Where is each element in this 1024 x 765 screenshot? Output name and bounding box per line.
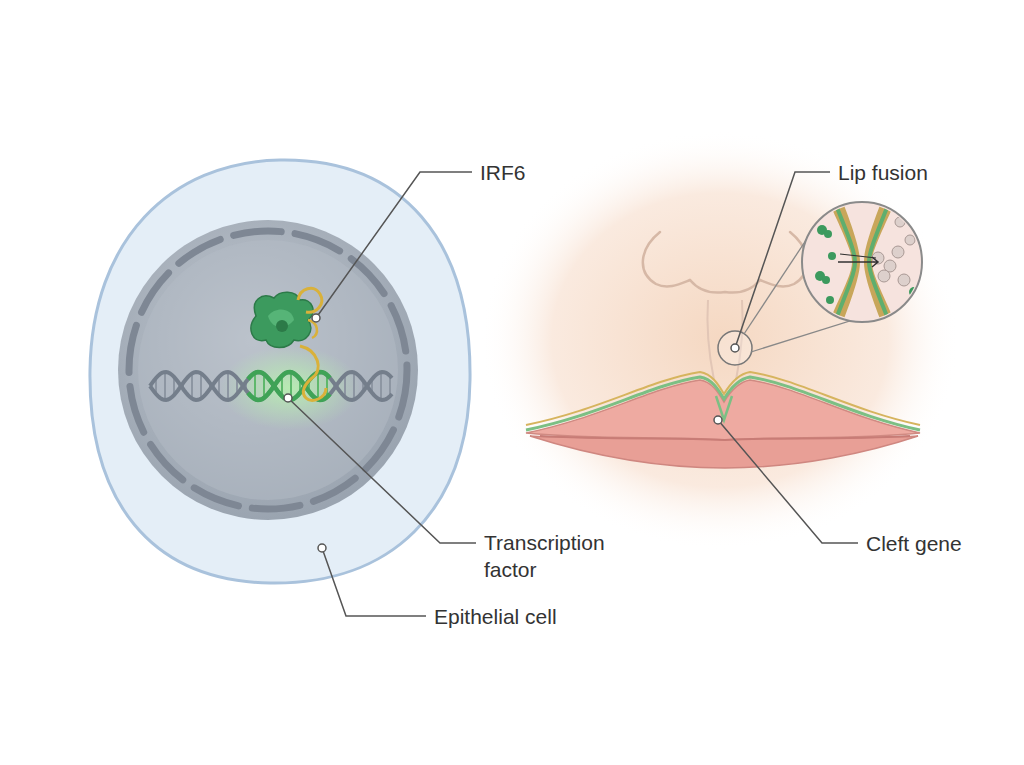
irf6-protein: [251, 288, 326, 400]
callout-label: Lip fusion: [838, 159, 928, 186]
nucleoplasm: [138, 240, 398, 500]
dna-strand: [150, 372, 392, 400]
cell-membrane: [90, 160, 470, 583]
dna-helix: [150, 372, 392, 400]
lip-edge-green: [526, 377, 920, 430]
nuclear-envelope: [129, 231, 407, 509]
dna-rung: [317, 372, 319, 399]
leader-dots: [284, 314, 739, 552]
face-skin: [480, 130, 960, 550]
dna-rung: [191, 373, 193, 398]
callout-label: IRF6: [480, 159, 526, 186]
dna-rung: [200, 373, 202, 398]
nucleus: [118, 220, 418, 520]
dna-rung: [227, 372, 229, 400]
mouth-line: [540, 436, 910, 440]
dna-rung: [164, 372, 166, 400]
dna-rung: [254, 373, 256, 399]
lower-lip: [530, 436, 918, 468]
callout-label: Epithelial cell: [434, 603, 557, 630]
dna-rung: [380, 372, 382, 400]
nose: [643, 232, 807, 293]
lens-circle: [718, 331, 752, 365]
dna-strand: [150, 372, 392, 400]
callout-label: Transcription factor: [484, 529, 634, 583]
dna-rung: [353, 372, 355, 399]
lip-edge-yellow: [526, 372, 920, 425]
leader-lines: [288, 172, 858, 616]
callout-label: Cleft gene: [866, 530, 962, 557]
zoom-inset: [802, 200, 923, 324]
